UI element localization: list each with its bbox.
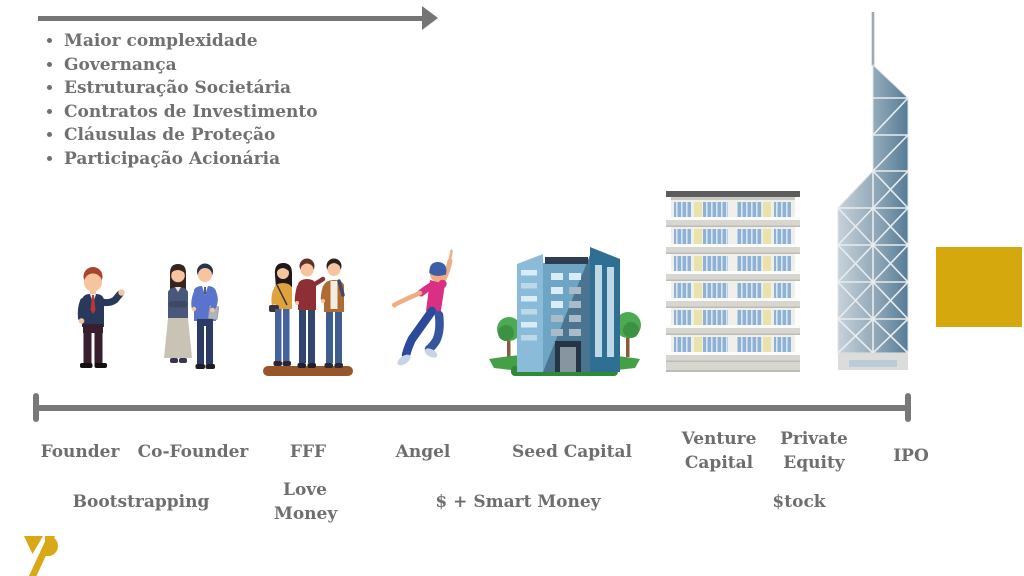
complexity-item: Governança [64, 54, 318, 78]
stage-label-ipo: IPO [893, 446, 929, 466]
timeline-start-cap [33, 393, 39, 422]
phase-label-smart-money: $ + Smart Money [435, 492, 601, 512]
timeline-line [35, 405, 910, 411]
complexity-list: Maior complexidade Governança Estruturaç… [46, 30, 318, 171]
venture-capital-building-illustration [666, 191, 800, 372]
progression-arrow-line [38, 16, 424, 21]
stage-label-founder: Founder [40, 442, 120, 462]
phase-label-stock: $tock [772, 492, 826, 512]
complexity-item: Contratos de Investimento [64, 101, 318, 125]
complexity-item: Estruturação Societária [64, 77, 318, 101]
founder-person-illustration [77, 267, 125, 368]
stage-label-venture-capital: Venture Capital [681, 429, 757, 473]
complexity-item: Participação Acionária [64, 148, 318, 172]
cofounder-pair-illustration [164, 263, 220, 369]
stage-label-cofounder: Co-Founder [137, 442, 249, 462]
seed-capital-building-illustration [489, 247, 641, 376]
complexity-item: Maior complexidade [64, 30, 318, 54]
complexity-item: Cláusulas de Proteção [64, 124, 318, 148]
stage-label-fff: FFF [289, 442, 327, 462]
timeline-end-cap [905, 393, 911, 422]
phase-label-love-money: Love Money [274, 480, 338, 524]
fff-friends-illustration [263, 258, 353, 376]
stage-label-seed-capital: Seed Capital [512, 442, 632, 462]
vp-logo-icon [24, 536, 58, 576]
angel-jumping-person-illustration [392, 249, 453, 366]
phase-label-bootstrapping: Bootstrapping [72, 492, 210, 512]
stage-label-angel: Angel [395, 442, 451, 462]
progression-arrow-head-icon [422, 6, 438, 30]
gold-accent-square [936, 247, 1022, 327]
stage-label-private-equity: Private Equity [780, 429, 848, 473]
ipo-skyscraper-illustration [837, 12, 909, 370]
